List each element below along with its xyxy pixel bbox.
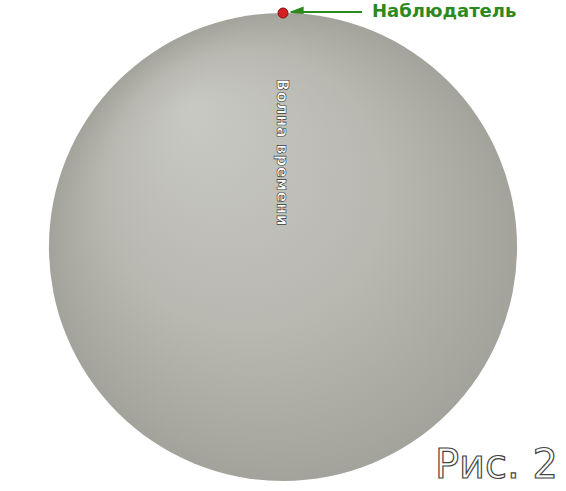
observer-label: Наблюдатель — [372, 0, 516, 21]
wave-disk: Волна времени — [48, 12, 518, 482]
figure-caption: Рис. 2 — [435, 441, 558, 487]
wave-label: Волна времени — [273, 78, 292, 225]
leader-arrow — [291, 11, 362, 13]
